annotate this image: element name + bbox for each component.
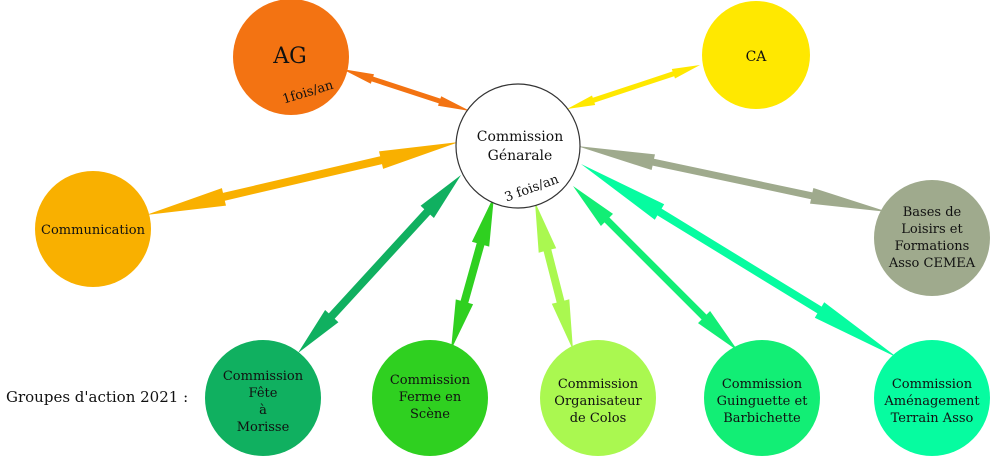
terrain-node [874,340,990,456]
arrow-terrain [581,164,898,358]
terrain-label: Commission Aménagement Terrain Asso [874,372,990,430]
colos-line-1: Commission [557,376,639,392]
groups-label: Groupes d'action 2021 : [6,388,189,406]
terrain-line-3: Terrain Asso [890,410,974,426]
bases-line-1: Bases de [902,205,962,220]
guinguette-label: Commission Guinguette et Barbichette [704,372,820,430]
ferme-node [372,340,488,456]
bases-line-4: Asso CEMEA [888,256,976,271]
terrain-line-1: Commission [891,376,973,392]
arrow-colos [535,202,573,350]
ag-label: AG [272,44,306,69]
guinguette-line-3: Barbichette [723,410,801,426]
ferme-label: Commission Ferme en Scène [377,368,483,426]
arrow-ag [342,69,470,111]
arrow-guinguette [573,186,738,351]
bases-label: Bases de Loisirs et Formations Asso CEME… [880,200,984,276]
arrow-ferme [451,196,494,350]
bases-node [874,180,990,296]
ca-node [702,1,810,109]
center-node [455,83,581,209]
ferme-line-2: Ferme en [398,389,462,405]
ferme-line-3: Scène [410,406,450,422]
ferme-line-1: Commission [389,372,471,388]
center-line2: Génarale [488,148,553,164]
colos-line-3: de Colos [569,410,627,426]
arrow-bases [577,146,888,212]
center-line1: Commission [477,129,563,145]
guinguette-node [704,340,820,456]
ag-node [233,0,349,115]
arrow-ca [567,65,700,109]
communication-node [35,171,151,287]
bases-line-3: Formations [894,239,970,254]
fete-line-2: Fête [248,386,278,401]
guinguette-line-2: Guinguette et [716,393,808,409]
fete-node [205,340,321,456]
fete-line-4: Morisse [236,420,290,435]
bases-line-2: Loisirs et [901,222,963,237]
ca-label: CA [746,49,768,65]
fete-line-3: à [259,403,267,418]
colos-label: Commission Organisateur de Colos [540,372,656,430]
guinguette-line-1: Commission [721,376,803,392]
arrows-layer [146,65,898,358]
fete-line-1: Commission [222,369,304,384]
arrow-communication [146,142,459,215]
arrow-fete [298,175,461,353]
colos-line-2: Organisateur [554,393,642,409]
fete-label: Commission Fête à Morisse [210,364,316,440]
communication-label: Communication [41,223,146,238]
terrain-line-2: Aménagement [884,393,980,409]
colos-node [540,340,656,456]
